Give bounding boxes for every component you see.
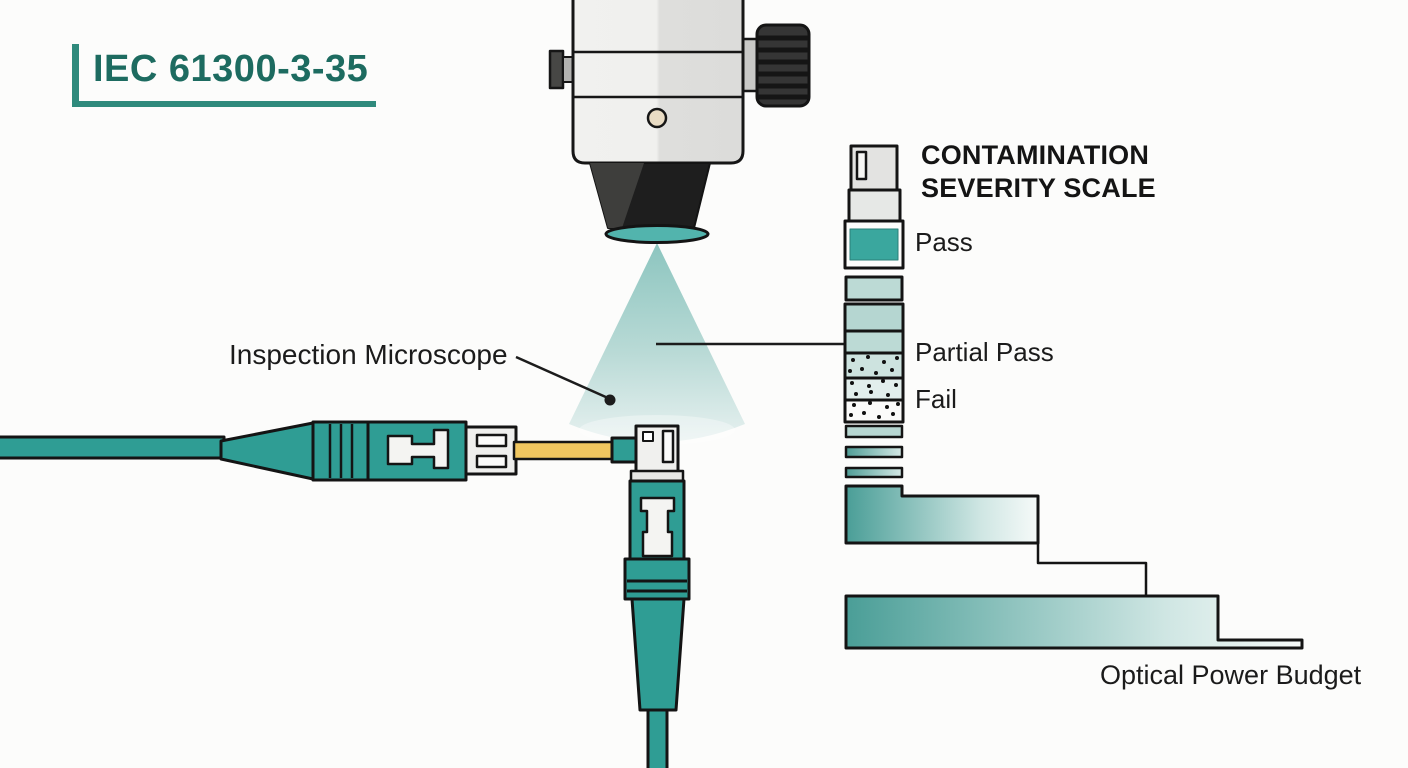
scale-stripe-1 <box>844 424 904 439</box>
severity-scale-title: CONTAMINATION SEVERITY SCALE <box>921 139 1156 205</box>
indicator-button <box>646 107 668 129</box>
objective-cone <box>589 162 711 229</box>
standard-title: IEC 61300-3-35 <box>72 44 377 107</box>
scale-stripe-2 <box>844 445 904 459</box>
vertical-crimp-block <box>623 557 691 601</box>
ferrule-fiber <box>512 440 616 461</box>
cable-bottom <box>646 708 669 768</box>
microscope-label: Inspection Microscope <box>229 339 508 370</box>
cable-boot <box>219 421 315 481</box>
scale-connector-neck <box>847 188 902 223</box>
focus-knob <box>755 23 811 108</box>
scale-block-6-speckled <box>843 398 905 424</box>
connector-under-test <box>610 424 691 768</box>
power-budget-bars <box>844 484 1304 650</box>
fail-label: Fail <box>915 384 957 414</box>
patch-cord-horizontal <box>0 420 616 482</box>
pass-label: Pass <box>915 227 973 257</box>
scale-block-2 <box>843 302 905 333</box>
budget-step-line <box>1036 543 1148 596</box>
scale-head-slot <box>855 150 868 181</box>
scale-block-3 <box>843 329 905 355</box>
severity-scale-title-line2: SEVERITY SCALE <box>921 173 1156 203</box>
vertical-connector-latch <box>639 496 676 558</box>
scale-block-pass <box>843 219 905 270</box>
head-slot <box>661 429 675 464</box>
end-face-slot-top <box>475 433 508 448</box>
scale-block-5-speckled <box>843 376 905 402</box>
head-notch <box>642 431 654 442</box>
vertical-boot <box>630 597 686 712</box>
budget-bar-2 <box>844 594 1304 650</box>
end-face-slot-bottom <box>475 454 508 469</box>
label-pointer <box>515 355 616 406</box>
scale-block-4-speckled <box>843 351 905 380</box>
severity-scale <box>843 144 905 479</box>
left-knob <box>548 49 565 90</box>
connector-latch <box>386 428 450 470</box>
partial-pass-label: Partial Pass <box>915 337 1054 367</box>
scale-block-1 <box>844 275 904 302</box>
budget-bar-1 <box>844 484 1040 545</box>
label-pointer-dot <box>604 394 616 406</box>
severity-scale-title-line1: CONTAMINATION <box>921 140 1150 170</box>
lens <box>604 224 710 244</box>
scale-stripe-3 <box>844 466 904 479</box>
microscope-body <box>571 0 745 165</box>
microscope-illustration <box>548 0 811 244</box>
optical-power-budget-label: Optical Power Budget <box>1100 660 1362 690</box>
cable-left <box>0 435 226 460</box>
